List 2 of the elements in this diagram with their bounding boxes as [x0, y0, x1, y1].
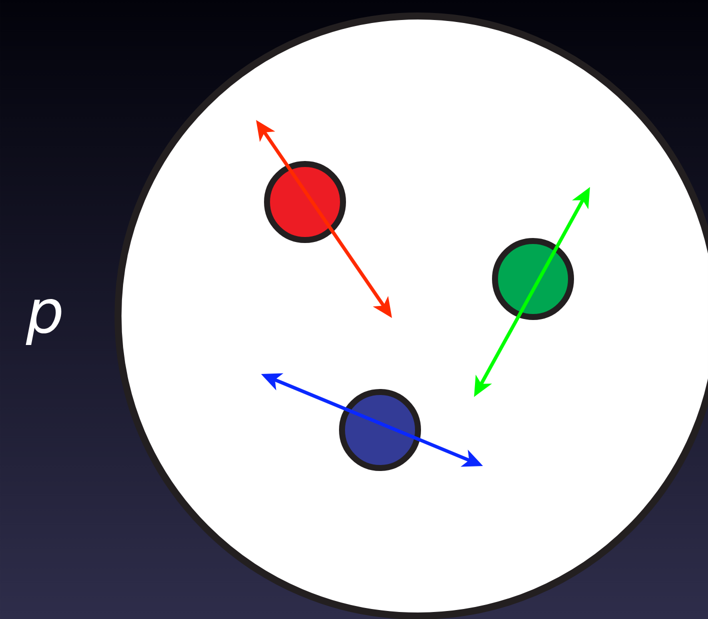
symbol-label: p	[26, 298, 62, 346]
sample-circle	[114, 12, 708, 619]
